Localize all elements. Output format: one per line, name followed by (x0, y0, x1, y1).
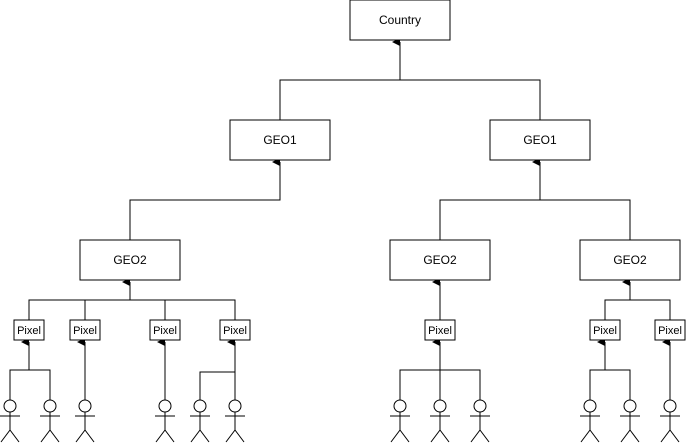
actor-3 (75, 399, 95, 443)
edge-geo2-c-to-geo1-right (540, 199, 631, 240)
edge-geo1-left-to-country (279, 38, 401, 120)
node-geo2-c: GEO2 (579, 239, 681, 281)
node-pixel-a1: Pixel (13, 319, 45, 341)
node-pixel-c1: Pixel (589, 319, 621, 341)
node-geo2-c-label: GEO2 (613, 253, 647, 267)
edge-pixel-a1-to-geo2-a (28, 278, 131, 320)
edge-pixel-c2-to-geo2-c (630, 299, 671, 320)
node-geo1-left: GEO1 (229, 119, 331, 161)
node-pixel-b1: Pixel (424, 319, 456, 341)
node-pixel-a3-label: Pixel (153, 325, 177, 337)
node-pixel-a1-label: Pixel (17, 325, 41, 337)
actor-10 (580, 399, 600, 443)
edges (9, 38, 671, 400)
node-pixel-a2-label: Pixel (73, 325, 97, 337)
edge-geo2-b-to-geo1-right (439, 158, 541, 240)
edge-pixel-c1-to-geo2-c (604, 278, 631, 320)
node-geo2-a-label: GEO2 (113, 253, 147, 267)
node-geo1-left-label: GEO1 (263, 133, 297, 147)
node-pixel-a4-label: Pixel (223, 325, 247, 337)
actor-12 (660, 399, 680, 443)
actor-1 (0, 399, 20, 443)
node-country: Country (349, 0, 451, 41)
edge-pixel-a4-to-geo2-a (130, 299, 236, 320)
actor-4 (155, 399, 175, 443)
actor-2 (40, 399, 60, 443)
node-geo2-a: GEO2 (79, 239, 181, 281)
node-pixel-a2: Pixel (69, 319, 101, 341)
actor-6 (225, 399, 245, 443)
actor-9 (470, 399, 490, 443)
edge-geo1-right-to-country (400, 79, 541, 120)
node-pixel-c1-label: Pixel (593, 325, 617, 337)
node-geo2-b-label: GEO2 (423, 253, 457, 267)
node-pixel-c2: Pixel (654, 319, 686, 341)
node-pixel-a3: Pixel (149, 319, 181, 341)
actor-11 (620, 399, 640, 443)
edge-actors-to-pixel-a1 (9, 369, 51, 400)
node-geo1-right-label: GEO1 (523, 133, 557, 147)
actor-5 (190, 399, 210, 443)
actor-8 (430, 399, 450, 443)
edge-geo2-a-to-geo1-left (129, 158, 281, 240)
node-country-label: Country (379, 13, 421, 27)
node-pixel-c2-label: Pixel (658, 325, 682, 337)
edge-actors-to-pixel-a4 (199, 371, 235, 400)
node-pixel-b1-label: Pixel (428, 325, 452, 337)
actor-7 (390, 399, 410, 443)
node-geo2-b: GEO2 (389, 239, 491, 281)
node-pixel-a4: Pixel (219, 319, 251, 341)
edge-actors-to-pixel-c1 (589, 369, 631, 400)
node-geo1-right: GEO1 (489, 119, 591, 161)
